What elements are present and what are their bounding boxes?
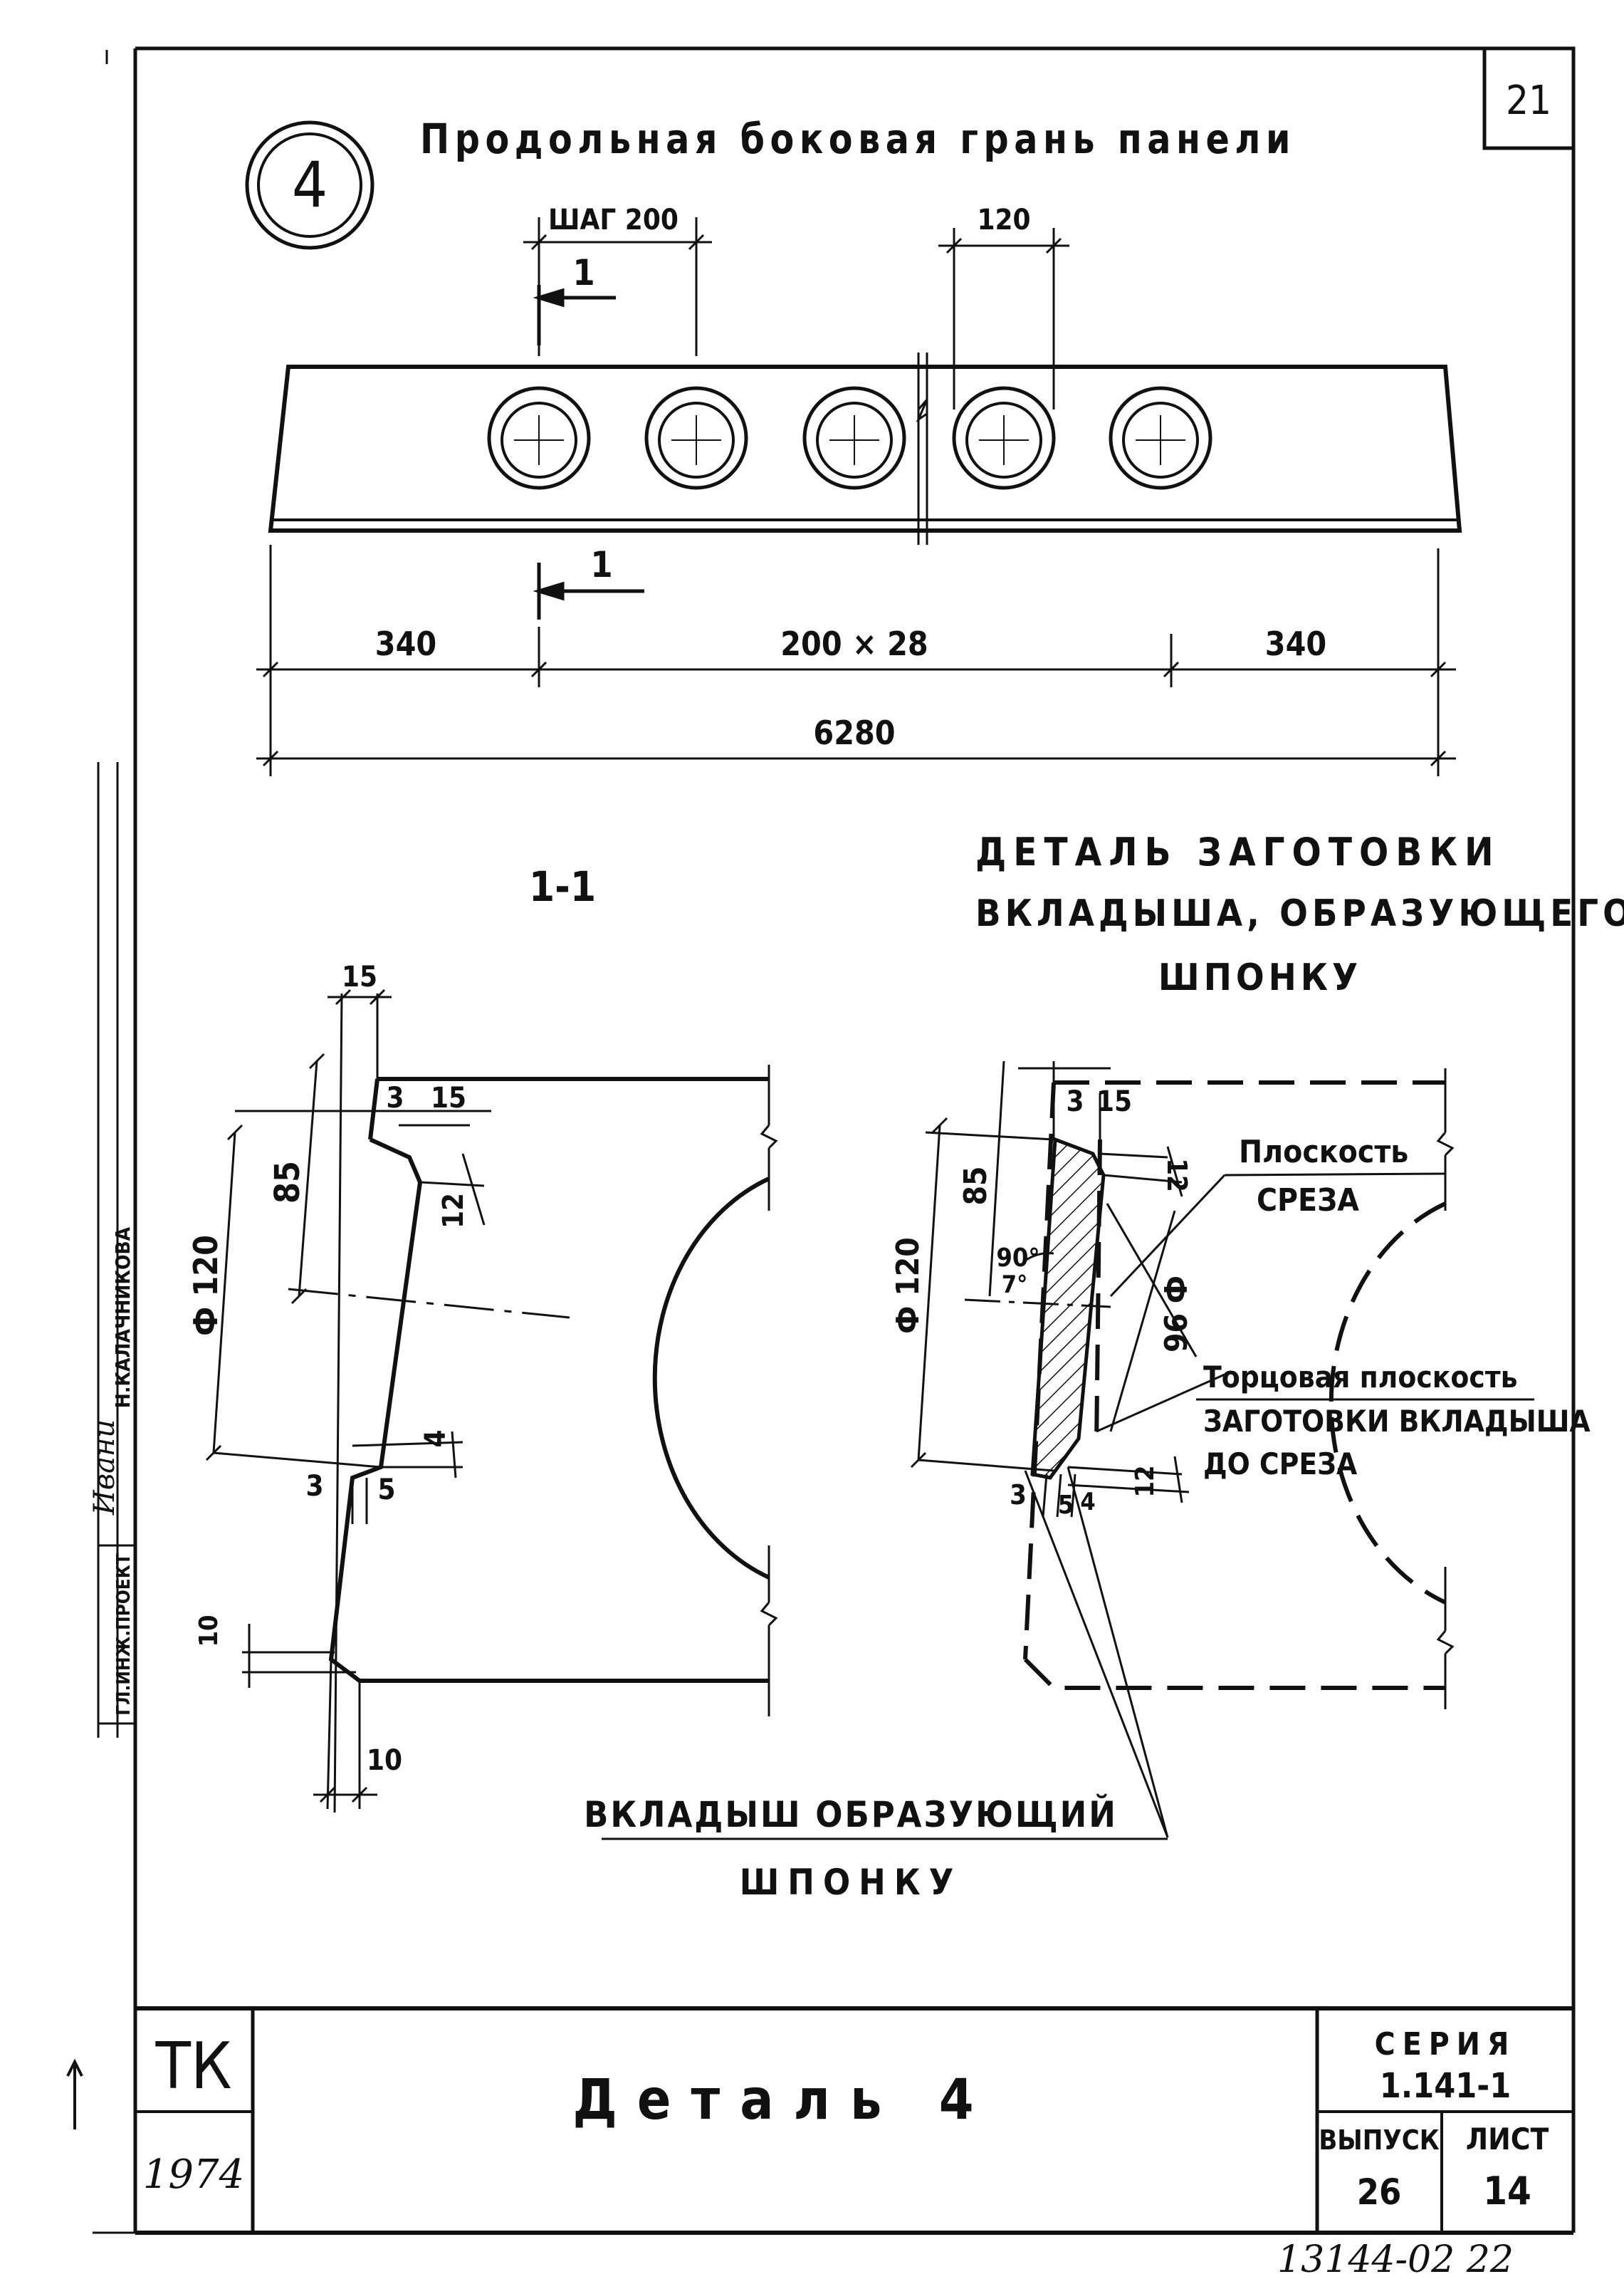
hole-4 — [952, 386, 1056, 490]
step-dimension — [523, 217, 712, 356]
sheet-label: ЛИСТ — [1466, 2122, 1549, 2157]
callout-plane-line-2: СРЕЗА — [1257, 1182, 1359, 1219]
insert-dim-4: 4 — [1080, 1488, 1095, 1516]
insert-angle-90: 90° — [996, 1243, 1039, 1273]
main-title: Продольная боковая грань панели — [420, 115, 1296, 163]
strip-signature: Ивани — [88, 1419, 121, 1516]
insert-dimensions — [910, 1060, 1198, 1518]
insert-dim-12: 12 — [1161, 1158, 1193, 1192]
hole-width-label: 120 — [977, 204, 1030, 236]
issue-value: 26 — [1357, 2171, 1402, 2213]
section-mark-top — [533, 285, 616, 345]
dimension-chain — [256, 545, 1456, 776]
detail-badge: 4 — [245, 120, 374, 250]
callout-plane-line-1: Плоскость — [1239, 1134, 1408, 1170]
sheet-value: 14 — [1483, 2169, 1531, 2213]
section-dim-15: 15 — [342, 961, 377, 994]
section-mark-bottom — [533, 563, 644, 620]
insert-detail-title-line-2: ВКЛАДЫША, ОБРАЗУЮЩЕГО — [975, 892, 1624, 935]
callout-end-line-1: Торцовая плоскость — [1203, 1360, 1518, 1394]
hole-width-dimension — [938, 228, 1069, 410]
section-title: 1-1 — [529, 862, 596, 911]
sheet-number-box: 21 — [1482, 46, 1576, 150]
section-dimensions — [205, 989, 570, 1813]
insert-dim-3: 3 — [1066, 1085, 1084, 1118]
section-dim-3b: 3 — [305, 1470, 323, 1503]
section-dim-10b: 10 — [367, 1744, 402, 1777]
insert-detail-drawing — [910, 1060, 1534, 1838]
insert-dim-5: 5 — [1058, 1491, 1074, 1520]
series-label: СЕРИЯ — [1375, 2026, 1516, 2062]
section-dim-5: 5 — [377, 1474, 395, 1506]
stamp-bottom: 13144-02 22 — [1277, 2238, 1514, 2279]
sheet-frame — [93, 46, 1576, 2235]
year: 1974 — [143, 2152, 245, 2198]
signature-strip — [97, 762, 135, 1738]
dim-left: 340 — [375, 625, 436, 663]
side-arrow — [66, 2058, 83, 2129]
hole-3 — [802, 386, 906, 490]
insert-break-lines — [1436, 1068, 1455, 1709]
dim-middle: 200 × 28 — [780, 625, 928, 663]
insert-callout-line-2: ШПОНКУ — [740, 1862, 963, 1903]
insert-dim-phi96: Ф 96 — [1156, 1276, 1193, 1352]
insert-dim-15: 15 — [1096, 1085, 1132, 1118]
hole-1 — [487, 386, 591, 490]
step-label: ШАГ 200 — [548, 204, 679, 236]
dim-total: 6280 — [813, 714, 895, 752]
sheet-title: Деталь 4 — [572, 2068, 993, 2132]
section-dim-12: 12 — [437, 1193, 470, 1229]
section-break-lines — [760, 1065, 778, 1716]
insert-dim-85: 85 — [958, 1166, 994, 1205]
section-outline — [328, 1077, 770, 1683]
title-block — [135, 2006, 1573, 2233]
series-value: 1.141-1 — [1380, 2066, 1512, 2106]
insert-angle-7: 7° — [1002, 1271, 1028, 1299]
section-dim-15b: 15 — [431, 1082, 466, 1115]
insert-dim-phi120: Ф 120 — [890, 1237, 926, 1334]
insert-callout-line-1: ВКЛАДЫШ ОБРАЗУЮЩИЙ — [584, 1793, 1118, 1835]
insert-dim-12b: 12 — [1131, 1465, 1160, 1497]
insert-detail-title-line-1: ДЕТАЛЬ ЗАГОТОВКИ — [975, 830, 1501, 875]
section-dim-10a: 10 — [194, 1615, 224, 1647]
dim-right: 340 — [1265, 625, 1326, 663]
org-code: ТК — [155, 2029, 232, 2104]
sheet-number: 21 — [1506, 78, 1551, 124]
issue-label: ВЫПУСК — [1319, 2124, 1440, 2156]
callout-end-line-3: ДО СРЕЗА — [1203, 1446, 1358, 1481]
section-mark-bottom-label: 1 — [590, 544, 612, 585]
insert-callout-leaders — [1024, 1172, 1534, 1838]
hole-5 — [1109, 386, 1212, 490]
insert-hatched-profile — [1030, 1137, 1106, 1480]
panel-elevation — [256, 217, 1462, 776]
hole-2 — [644, 386, 748, 490]
detail-badge-number: 4 — [292, 148, 328, 221]
insert-callout: ВКЛАДЫШ ОБРАЗУЮЩИЙ ШПОНКУ — [584, 1793, 1168, 1903]
section-1-1 — [205, 989, 778, 1813]
section-dim-4: 4 — [419, 1429, 452, 1447]
panel-outline — [268, 365, 1462, 533]
section-dim-phi120: Ф 120 — [187, 1235, 225, 1336]
insert-detail-title-line-3: ШПОНКУ — [1158, 956, 1362, 999]
strip-name: Н.КАЛАЧНИКОВА — [111, 1226, 135, 1408]
section-mark-top-label: 1 — [572, 252, 594, 293]
callout-end-line-2: ЗАГОТОВКИ ВКЛАДЫША — [1203, 1404, 1591, 1439]
insert-detail-title: ДЕТАЛЬ ЗАГОТОВКИ ВКЛАДЫША, ОБРАЗУЮЩЕГО Ш… — [975, 830, 1624, 999]
section-dim-3: 3 — [386, 1082, 404, 1115]
section-dim-85: 85 — [268, 1161, 308, 1204]
strip-org: ГЛ.ИНЖ.ПРОЕКТ — [113, 1553, 135, 1716]
insert-dim-3b: 3 — [1010, 1479, 1027, 1511]
